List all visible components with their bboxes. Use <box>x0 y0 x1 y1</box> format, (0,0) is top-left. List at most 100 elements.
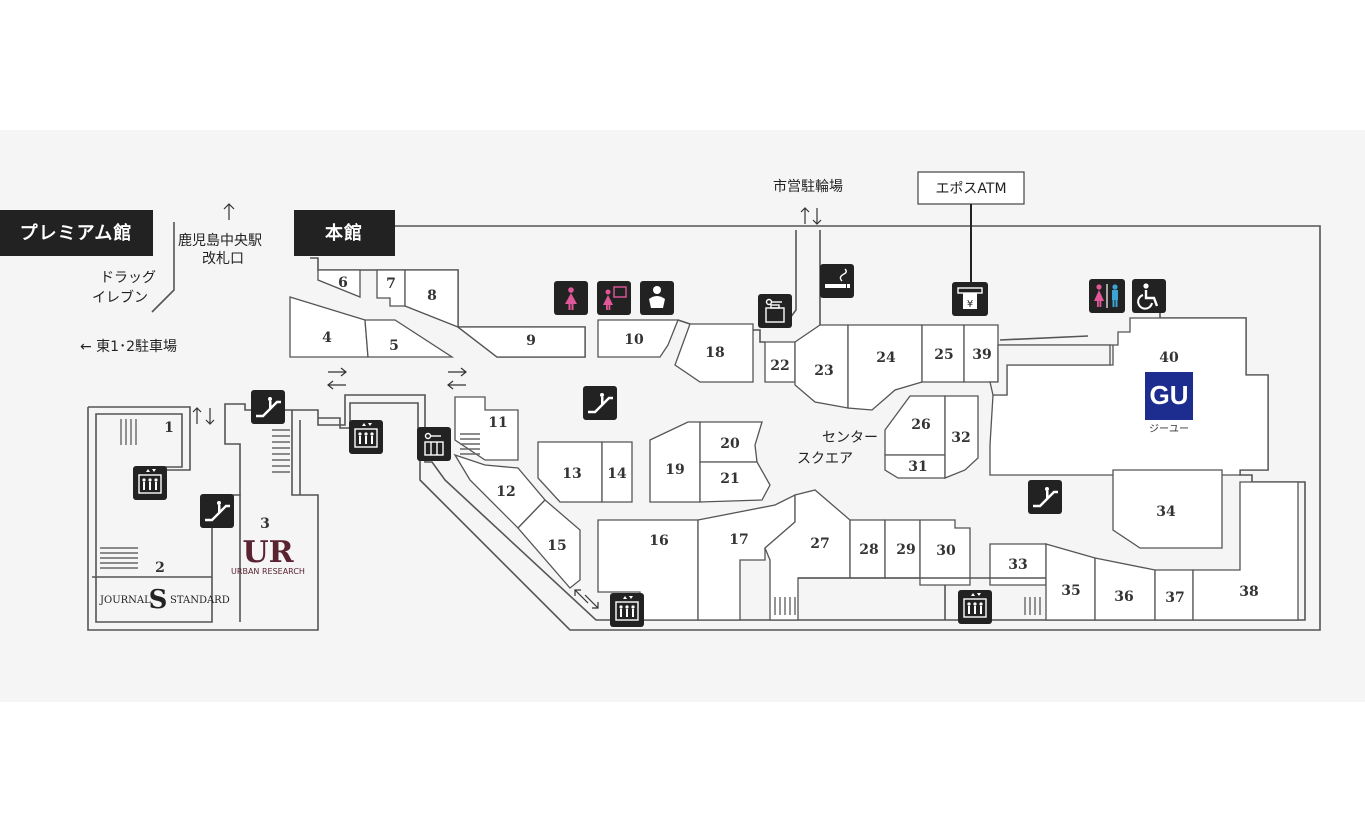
shop-6-number: 6 <box>338 275 348 291</box>
shop-40-number: 40 <box>1159 350 1179 366</box>
station-gate-label-2: 改札口 <box>202 251 244 267</box>
shop-32-unit[interactable] <box>944 395 979 479</box>
shop-10-unit[interactable] <box>597 319 679 358</box>
shop-30-number: 30 <box>936 543 956 559</box>
shop-13-number: 13 <box>562 466 581 482</box>
shop-19-number: 19 <box>665 462 684 478</box>
main-building-label: 本館 <box>325 222 363 244</box>
escalator-icon[interactable] <box>200 494 234 528</box>
shop-10-number: 10 <box>624 332 644 348</box>
shop-29-number: 29 <box>896 542 915 558</box>
powder-room-icon[interactable] <box>597 281 631 315</box>
shop-25-number: 25 <box>934 347 953 363</box>
shop-26-number: 26 <box>911 417 930 433</box>
south-diag-arrows-icon <box>574 589 599 609</box>
shop-24-number: 24 <box>876 350 896 366</box>
parking-label[interactable]: ← 東1･2駐車場 <box>80 338 177 355</box>
shop-34-unit[interactable] <box>1112 469 1223 549</box>
shop-38-unit[interactable] <box>1192 481 1299 621</box>
escalator-icon[interactable] <box>1028 480 1062 514</box>
female-restroom-icon[interactable] <box>554 281 588 315</box>
shop-35-number: 35 <box>1061 583 1080 599</box>
gu-logo[interactable] <box>1145 372 1193 420</box>
shop-12-number: 12 <box>496 484 515 500</box>
shop-7-number: 7 <box>386 276 396 292</box>
shop-27-unit[interactable] <box>764 489 851 621</box>
shop-38-number: 38 <box>1239 584 1258 600</box>
atm-icon[interactable]: ¥ <box>952 282 988 316</box>
shop-35-unit[interactable] <box>1045 543 1096 621</box>
shop-28-number: 28 <box>859 542 878 558</box>
shop-32-number: 32 <box>951 430 970 446</box>
shop-15-number: 15 <box>547 538 566 554</box>
wall-n2 <box>753 329 765 343</box>
shop-4-unit[interactable] <box>289 296 369 358</box>
shop-15-unit[interactable] <box>517 499 581 589</box>
locker-icon[interactable] <box>417 427 451 461</box>
shop-11-unit[interactable] <box>454 396 519 461</box>
shop-22-number: 22 <box>770 358 789 374</box>
smoking-area-icon[interactable] <box>820 264 854 298</box>
elevator-icon[interactable] <box>610 593 644 627</box>
shop-14-number: 14 <box>607 466 627 482</box>
main-building-badge[interactable] <box>294 210 395 256</box>
station-gate-label-1: 鹿児島中央駅 <box>178 232 262 249</box>
accessible-restroom-icon[interactable] <box>1132 279 1166 313</box>
shop-34-number: 34 <box>1156 504 1176 520</box>
floor-plan-svg: 1 2 3 4 5 6 7 8 9 10 11 12 13 14 15 16 1… <box>0 171 1321 631</box>
elevator-icon[interactable] <box>349 420 383 454</box>
shop-31-unit[interactable] <box>884 454 946 479</box>
escalator-icon[interactable] <box>251 390 285 424</box>
atm-yen-symbol: ¥ <box>967 299 973 310</box>
premium-building-badge[interactable] <box>0 210 153 256</box>
gu-logo-text: GU <box>1150 380 1189 410</box>
premium-updown-arrows-icon <box>192 407 215 425</box>
shop-8-number: 8 <box>427 288 437 304</box>
shop-40-unit[interactable] <box>989 317 1269 476</box>
shop-40-corridor <box>989 344 1111 396</box>
shop-23-number: 23 <box>814 363 833 379</box>
shop-17-number: 17 <box>729 532 748 548</box>
shop-33-number: 33 <box>1008 557 1027 573</box>
shop-4-number: 4 <box>322 330 332 346</box>
elevator-icon[interactable] <box>958 590 992 624</box>
elevator-icon[interactable] <box>133 466 167 500</box>
bike-parking-label[interactable]: 市営駐輪場 <box>773 178 843 195</box>
shop-20-unit[interactable] <box>699 421 763 463</box>
shop-18-unit[interactable] <box>674 323 754 383</box>
escalator-icon[interactable] <box>583 386 617 420</box>
standard-label: STANDARD <box>170 595 230 606</box>
shop-2-number: 2 <box>155 560 165 576</box>
drug-eleven-divider <box>151 222 175 313</box>
shop-13-unit[interactable] <box>537 441 603 503</box>
wall-n5 <box>999 335 1089 341</box>
journal-standard-mark[interactable]: S <box>149 585 168 615</box>
gu-kana-label: ジーユー <box>1149 424 1189 435</box>
drug-eleven-label-2: イレブン <box>92 289 148 306</box>
shop-5-unit[interactable] <box>364 319 455 358</box>
atm-label: エポスATM <box>935 181 1006 197</box>
shop-21-number: 21 <box>720 471 739 487</box>
journal-label: JOURNAL <box>99 595 151 606</box>
shop-11-number: 11 <box>488 415 507 431</box>
center-square-label-1: センター <box>822 430 878 446</box>
baby-care-icon[interactable] <box>640 281 674 315</box>
shop-17-unit[interactable] <box>697 493 796 621</box>
shop-36-number: 36 <box>1114 589 1133 605</box>
ur-logo-text[interactable]: UR <box>242 535 294 570</box>
shop-3-number: 3 <box>260 516 270 532</box>
connector-arrows-icon-1 <box>327 367 347 390</box>
ur-subtext: URBAN RESEARCH <box>231 567 305 576</box>
shop-14-unit[interactable] <box>601 441 633 503</box>
restroom-icon[interactable] <box>1089 279 1125 313</box>
shop-6-unit[interactable] <box>317 269 361 298</box>
shop-9-unit[interactable] <box>456 326 586 358</box>
coin-locker-luggage-icon[interactable] <box>758 294 792 328</box>
shop-27-number: 27 <box>810 536 829 552</box>
shop-21-unit[interactable] <box>699 461 771 503</box>
atm-box[interactable] <box>917 171 1025 205</box>
shop-20-number: 20 <box>720 436 740 452</box>
premium-building-label: プレミアム館 <box>20 222 133 244</box>
shop-30-unit[interactable] <box>919 519 971 586</box>
shop-16-number: 16 <box>649 533 668 549</box>
